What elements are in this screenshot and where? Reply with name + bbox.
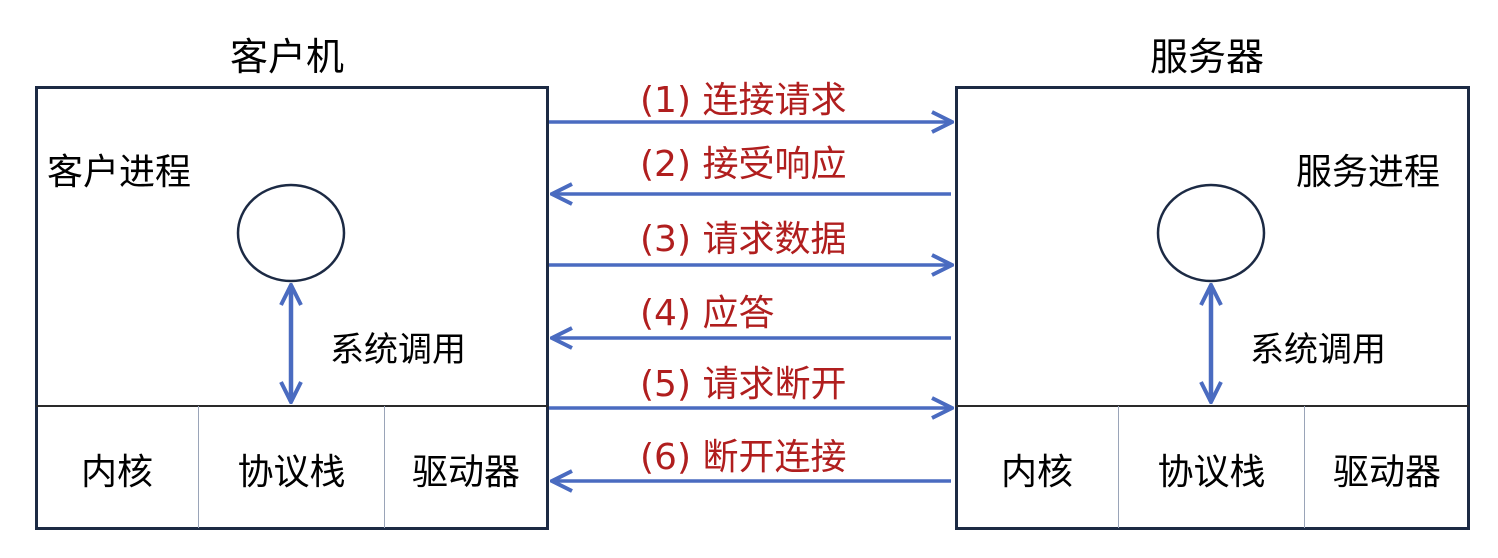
- client-layer-driver: 驱动器: [411, 452, 520, 493]
- server-layer-divider-1: [1118, 406, 1119, 528]
- client-layer-kernel: 内核: [80, 452, 153, 493]
- message-label-6: (6) 断开连接: [640, 437, 847, 478]
- client-process-label: 客户进程: [47, 152, 192, 193]
- client-title: 客户机: [230, 35, 345, 79]
- message-label-5: (5) 请求断开: [640, 364, 847, 405]
- server-box: [955, 86, 1470, 530]
- client-box: [35, 86, 549, 530]
- client-syscall-label: 系统调用: [330, 330, 466, 370]
- message-label-4: (4) 应答: [640, 293, 775, 334]
- client-process-circle: [236, 183, 346, 283]
- server-layer-driver: 驱动器: [1332, 452, 1441, 493]
- message-label-1: (1) 连接请求: [640, 80, 847, 121]
- server-kernel-divider: [956, 405, 1469, 407]
- client-layer-protocol-stack: 协议栈: [237, 452, 346, 493]
- server-title: 服务器: [1150, 35, 1265, 79]
- message-label-2: (2) 接受响应: [640, 144, 847, 185]
- server-layer-divider-2: [1304, 406, 1305, 528]
- client-layer-divider-1: [198, 406, 199, 528]
- server-layer-protocol-stack: 协议栈: [1157, 452, 1266, 493]
- server-layer-kernel: 内核: [1000, 452, 1073, 493]
- client-layer-divider-2: [384, 406, 385, 528]
- server-process-label: 服务进程: [1296, 152, 1441, 193]
- client-kernel-divider: [36, 405, 548, 407]
- message-label-3: (3) 请求数据: [640, 219, 847, 260]
- server-process-circle: [1156, 183, 1266, 283]
- server-syscall-label: 系统调用: [1250, 330, 1386, 370]
